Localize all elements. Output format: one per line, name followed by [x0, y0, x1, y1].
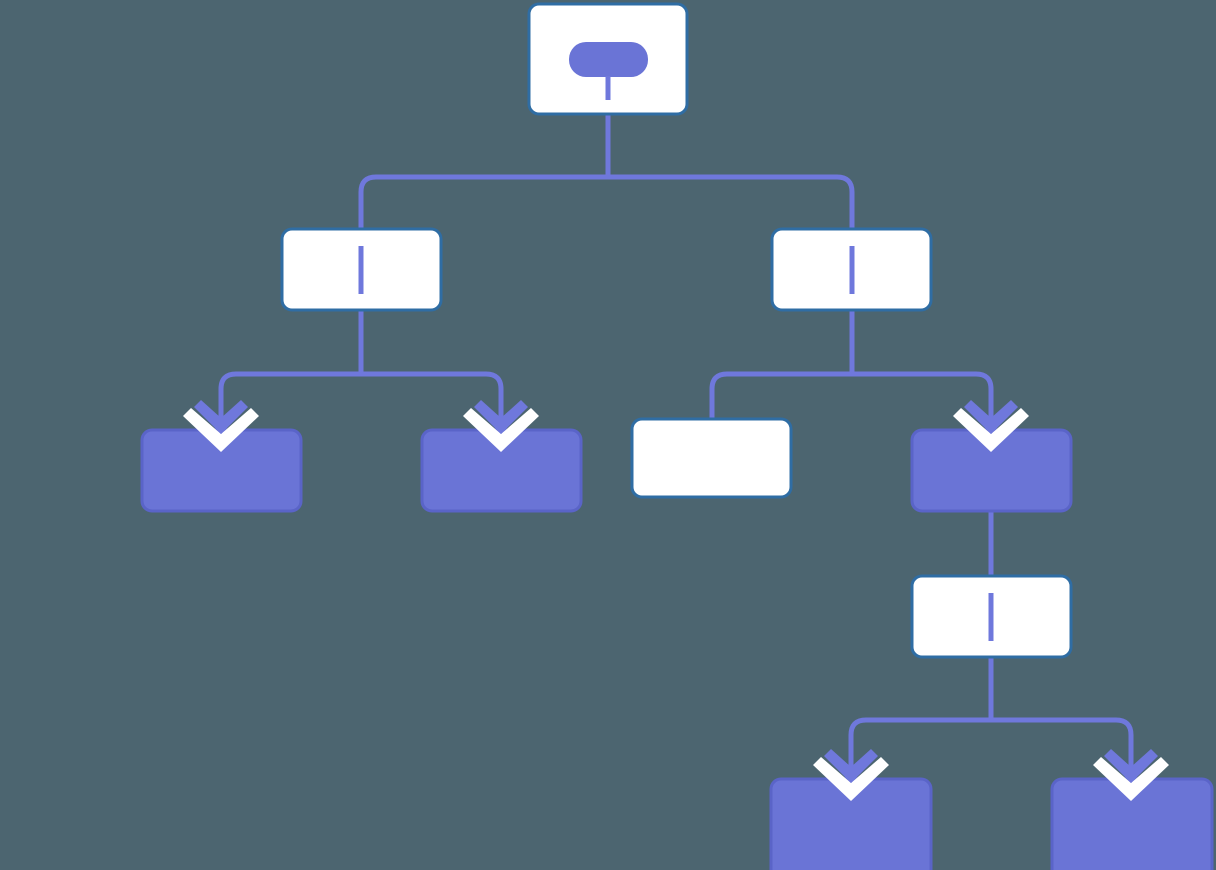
node-root[interactable]	[527, 2, 689, 116]
node-right-branch[interactable]	[770, 227, 933, 312]
node-leaf-3-card[interactable]	[630, 417, 793, 499]
edge-n2-to-n5	[361, 371, 504, 418]
node-layer	[140, 2, 1214, 870]
edge-n8-to-n9	[848, 717, 991, 768]
edge-layer	[218, 100, 1134, 768]
edge-n8-to-n10	[991, 717, 1134, 768]
node-leaf-3[interactable]	[630, 417, 793, 499]
edge-root-to-right-branch	[608, 174, 855, 232]
edge-n3-to-n7	[852, 371, 994, 418]
edge-root-to-left-branch	[358, 174, 608, 232]
edge-n2-to-n4	[218, 371, 361, 418]
node-sub-branch[interactable]	[910, 574, 1073, 659]
edge-n3-to-n6	[709, 371, 852, 419]
node-left-branch[interactable]	[280, 227, 443, 312]
node-root-pill[interactable]	[569, 42, 648, 77]
